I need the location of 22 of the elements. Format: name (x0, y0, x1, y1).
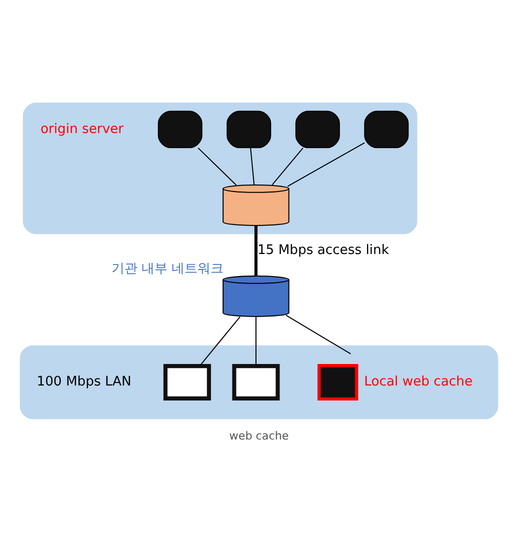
node-label: Local web cache (364, 374, 473, 390)
node-server (226, 110, 272, 148)
connector (286, 314, 351, 354)
connector (255, 316, 256, 366)
connector (198, 148, 237, 186)
connector (199, 316, 240, 366)
node-server (364, 110, 409, 148)
node-monitor (163, 364, 211, 400)
node-server (158, 110, 202, 148)
connector (254, 226, 258, 276)
label: origin server (40, 122, 124, 137)
cluster (20, 345, 498, 420)
connector (287, 142, 365, 187)
node-server (295, 110, 340, 148)
connector (250, 148, 255, 185)
cluster (22, 102, 418, 234)
caption: web cache (229, 430, 289, 443)
edge-label: 15 Mbps access link (257, 243, 389, 258)
label: 100 Mbps LAN (36, 374, 132, 390)
node-monitor (232, 364, 280, 400)
connector (272, 148, 304, 186)
node-label: 기관 내부 네트워크 (111, 261, 224, 276)
